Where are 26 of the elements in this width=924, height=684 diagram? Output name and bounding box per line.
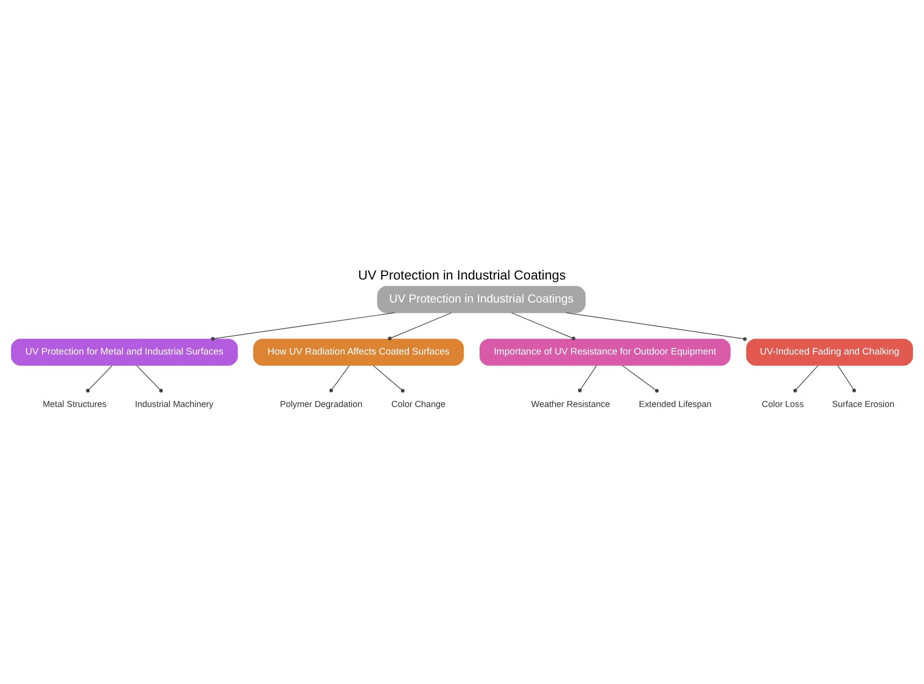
- node-box: UV-Induced Fading and Chalking: [746, 338, 913, 366]
- connector: [566, 312, 747, 341]
- node-box: UV Protection in Industrial Coatings: [377, 286, 586, 314]
- node-text: Surface Erosion: [832, 399, 894, 410]
- node-text: Color Loss: [762, 399, 804, 410]
- connector: [136, 365, 163, 392]
- node-text: Polymer Degradation: [280, 399, 362, 410]
- connector: [329, 365, 350, 392]
- node-box: Importance of UV Resistance for Outdoor Equipment: [480, 338, 730, 366]
- connector: [388, 312, 452, 340]
- node-box: How UV Radiation Affects Coated Surfaces: [253, 338, 464, 366]
- diagram-title: UV Protection in Industrial Coatings: [358, 267, 566, 282]
- connector: [210, 312, 395, 341]
- node-text: Industrial Machinery: [134, 399, 214, 410]
- node-box: UV Protection for Metal and Industrial Surfaces: [11, 338, 238, 366]
- node-text: Metal Structures: [42, 399, 107, 410]
- connector: [86, 365, 112, 392]
- connector: [838, 365, 856, 392]
- connector: [622, 365, 659, 393]
- connector: [511, 312, 576, 340]
- node-text: Extended Lifespan: [638, 399, 712, 410]
- connector: [372, 365, 405, 393]
- node-text: Color Change: [391, 399, 446, 410]
- connector: [793, 365, 818, 392]
- connector: [578, 365, 597, 392]
- node-text: Weather Resistance: [531, 399, 610, 410]
